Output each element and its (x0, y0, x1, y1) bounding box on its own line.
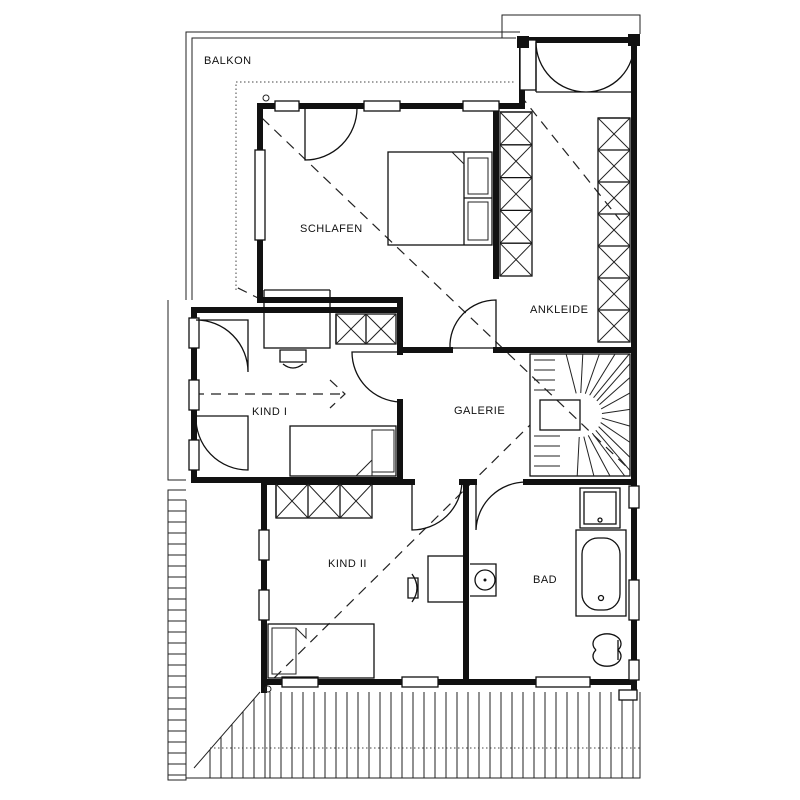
room-labels: BALKON SCHLAFEN ANKLEIDE KIND I GALERIE … (204, 55, 588, 586)
doors (195, 41, 635, 531)
label-kind-1: KIND I (252, 406, 287, 418)
windows (188, 34, 640, 701)
roof-slope-bottom (186, 691, 641, 779)
furniture (263, 111, 631, 679)
balcony-outline (167, 14, 641, 481)
label-bad: BAD (533, 574, 557, 586)
label-schlafen: SCHLAFEN (300, 223, 363, 235)
label-ankleide: ANKLEIDE (530, 304, 588, 316)
roof-slope-left (167, 489, 187, 781)
label-balkon: BALKON (204, 55, 252, 67)
label-galerie: GALERIE (454, 405, 505, 417)
label-kind-2: KIND II (328, 558, 367, 570)
